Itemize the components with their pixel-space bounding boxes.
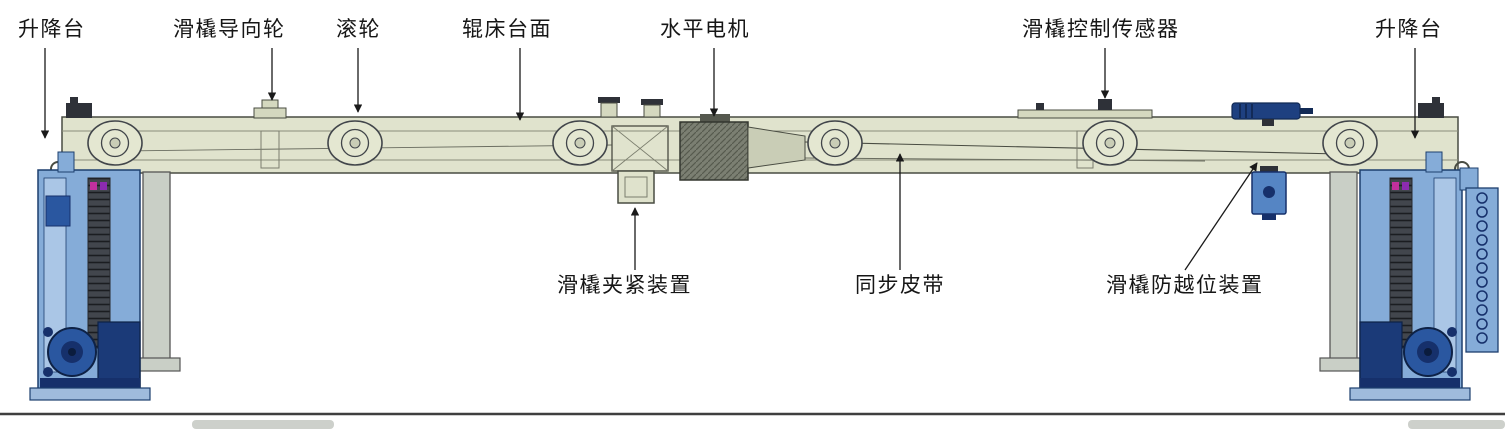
roller-wheel [87, 120, 143, 166]
side-chain-guide-right [1459, 167, 1499, 353]
floor-pad-left [192, 420, 334, 429]
roller-wheel [1082, 120, 1138, 166]
horizontal-motor-assembly [598, 97, 806, 181]
label-horizontal-motor: 水平电机 [660, 17, 750, 41]
purple-marker [1402, 182, 1409, 190]
roller-wheel [552, 120, 608, 166]
tower-base-left [29, 387, 151, 401]
lifting-platform-right-assembly [1319, 151, 1499, 401]
leader-anti-overtravel-device [1184, 162, 1258, 271]
roller-wheel [807, 120, 863, 166]
guide-post-left [260, 130, 280, 169]
skid-clamping-device-shape [617, 170, 655, 204]
floor-pad-right [1408, 420, 1505, 429]
label-roller: 滚轮 [336, 17, 381, 41]
purple-marker [100, 182, 107, 190]
rollers [87, 120, 1378, 166]
label-skid-guide-wheel: 滑橇导向轮 [173, 17, 286, 41]
label-synchronous-belt: 同步皮带 [855, 273, 945, 297]
motor-block [679, 121, 749, 181]
roller-wheel [327, 120, 383, 166]
label-lifting-platform-right: 升降台 [1375, 17, 1443, 41]
roller-wheel [1322, 120, 1378, 166]
anti-overtravel-device-shape [1251, 166, 1287, 220]
support-column-right [1329, 171, 1358, 363]
leader-lines [40, 48, 1420, 271]
label-roller-bed-surface: 辊床台面 [462, 17, 552, 41]
support-column-left [142, 171, 171, 363]
lift-gear-motor-right [1359, 321, 1460, 390]
magenta-marker [90, 182, 97, 190]
beam-end-clamp-left [66, 97, 92, 118]
skid-control-sensor-assembly [1017, 99, 1153, 119]
beam-end-clamp-right [1418, 97, 1444, 118]
label-skid-control-sensor: 滑橇控制传感器 [1022, 17, 1180, 41]
skid-guide-wheel-bracket [253, 99, 287, 119]
lifting-platform-left-assembly [29, 151, 181, 401]
tower-base-right [1349, 387, 1471, 401]
lift-gear-motor-left [40, 321, 141, 390]
magenta-marker [1392, 182, 1399, 190]
anti-overtravel-actuator [1231, 102, 1313, 126]
label-skid-clamping-device: 滑橇夹紧装置 [557, 273, 692, 297]
label-lifting-platform-left: 升降台 [18, 17, 86, 41]
label-skid-anti-overtravel-device: 滑橇防越位装置 [1106, 273, 1264, 297]
